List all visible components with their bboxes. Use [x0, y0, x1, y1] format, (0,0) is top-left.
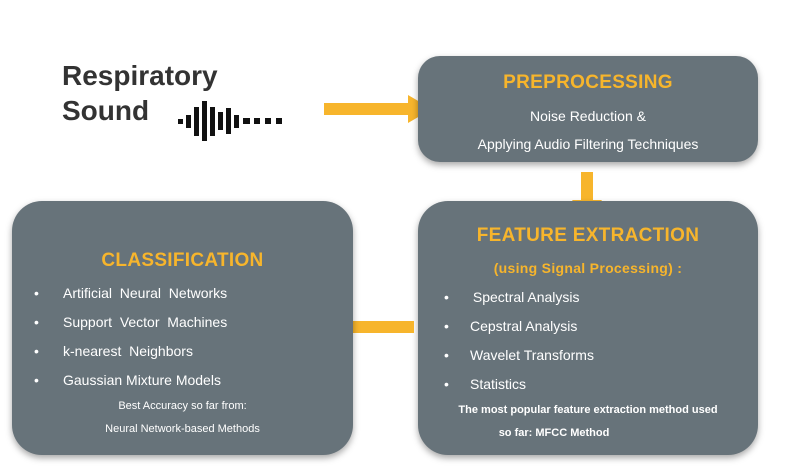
list-item-text: Spectral Analysis: [469, 289, 580, 305]
bullet: •: [34, 285, 39, 301]
list-item-text: Gaussian Mixture Models: [63, 372, 221, 388]
input-label-line1: Respiratory: [62, 60, 218, 91]
classification-note-line2: Neural Network-based Methods: [105, 423, 260, 435]
list-item-text: k-nearest Neighbors: [63, 343, 193, 359]
bullet: •: [444, 318, 449, 334]
list-item-text: Wavelet Transforms: [470, 347, 594, 363]
classification-title: CLASSIFICATION: [101, 250, 264, 271]
preprocessing-title: PREPROCESSING: [503, 72, 673, 93]
feature-extraction-note-line2: so far: MFCC Method: [498, 427, 610, 439]
feature-extraction-subtitle: (using Signal Processing) :: [493, 260, 683, 276]
feature-extraction-title: FEATURE EXTRACTION: [476, 225, 700, 246]
classification-box: CLASSIFICATION • Artificial Neural Netwo…: [12, 201, 353, 455]
preprocessing-line2: Applying Audio Filtering Techniques: [477, 136, 699, 152]
arrow-right-icon: [324, 95, 432, 123]
bullet: •: [444, 347, 449, 363]
bullet: •: [34, 314, 39, 330]
list-item-text: Cepstral Analysis: [470, 318, 578, 334]
bullet: •: [34, 343, 39, 359]
input-label-line2: Sound: [62, 95, 150, 126]
preprocessing-line1: Noise Reduction &: [530, 108, 646, 124]
sound-wave-icon: [178, 101, 282, 141]
preprocessing-box: PREPROCESSING Noise Reduction & Applying…: [418, 56, 758, 162]
list-item-text: Statistics: [470, 376, 527, 392]
bullet: •: [444, 289, 449, 305]
arrow-left-icon: [306, 313, 414, 341]
classification-note-line1: Best Accuracy so far from:: [118, 400, 247, 412]
list-item-text: Artificial Neural Networks: [63, 285, 228, 301]
feature-extraction-box: FEATURE EXTRACTION (using Signal Process…: [418, 201, 758, 455]
input-label: Respiratory Sound: [62, 58, 218, 128]
bullet: •: [444, 376, 449, 392]
list-item-text: Support Vector Machines: [63, 314, 228, 330]
feature-extraction-note-line1: The most popular feature extraction meth…: [458, 404, 718, 416]
bullet: •: [34, 372, 39, 388]
